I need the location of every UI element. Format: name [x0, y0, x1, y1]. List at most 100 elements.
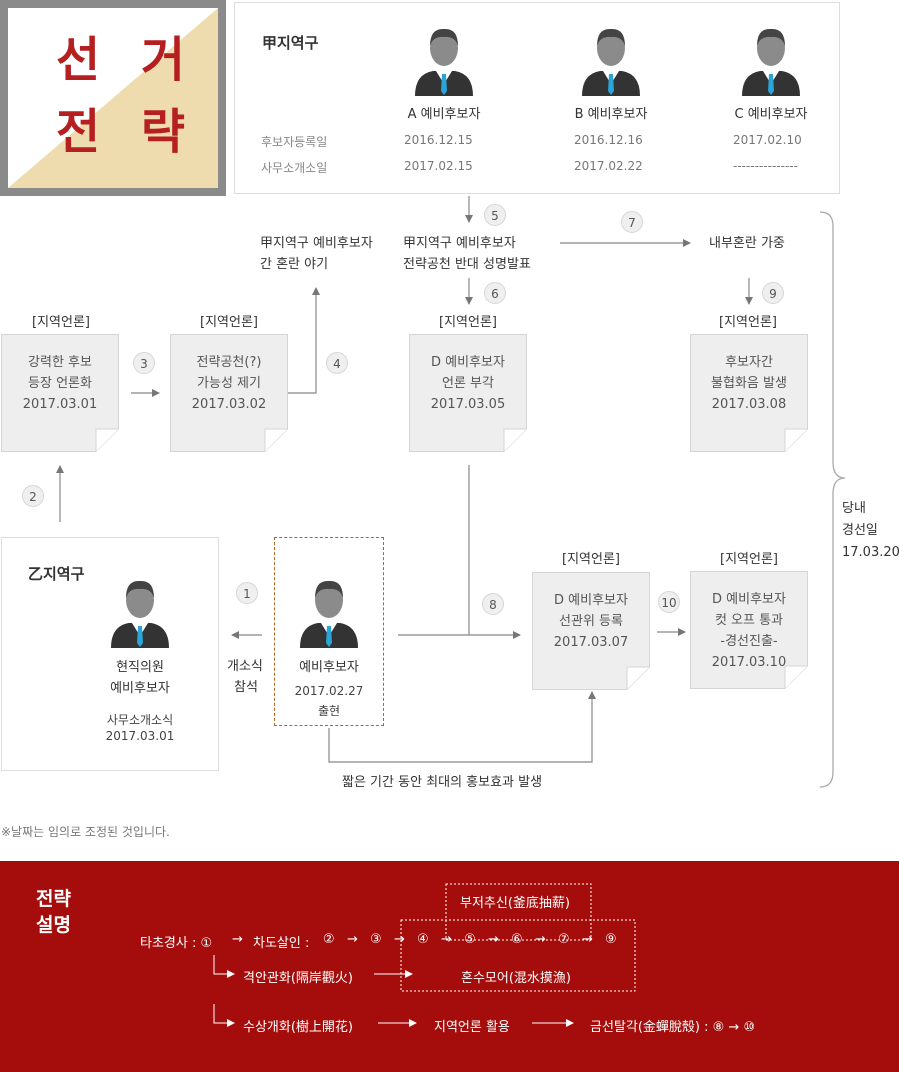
newcomer-panel: [274, 537, 384, 726]
strategy-row1-label: 타초경사 : ①: [140, 936, 213, 951]
confusion-story-line2: 간 혼란 야기: [260, 257, 329, 272]
strategy-seq-7: ⑦: [558, 932, 570, 947]
doc2-date: 2017.03.02: [191, 397, 267, 412]
flow-connectors: [56, 196, 846, 788]
step-badge-3: 3: [133, 352, 155, 374]
strategy-heading-line2: 설명: [36, 914, 71, 936]
strategy-seq-9: ⑨: [605, 932, 617, 947]
strategy-seq-4: ④: [417, 932, 429, 947]
opposition-line1: 甲지역구 예비후보자: [403, 236, 516, 251]
step-badge-8: 8: [482, 593, 504, 615]
strategy-arrow-4: →: [488, 932, 499, 947]
strategy-arrow-6: →: [582, 932, 593, 947]
opposition-line2: 전략공천 반대 성명발표: [403, 257, 531, 272]
doc6-date: 2017.03.10: [711, 655, 787, 670]
candidate-c-reg-date: 2017.02.10: [733, 133, 802, 147]
strategy-connectors: [213, 883, 636, 1027]
person-icon-b: [582, 28, 640, 96]
doc1-line2: 등장 언론화: [28, 376, 92, 391]
candidate-a-name: A 예비후보자: [407, 107, 481, 122]
strategy-row2-left: 격안관화(隔岸觀火): [243, 971, 353, 986]
strategy-arrow-5: →: [535, 932, 546, 947]
doc6-line2: 컷 오프 통과: [714, 613, 784, 628]
doc1-date: 2017.03.01: [22, 397, 98, 412]
newcomer-status: 출현: [317, 704, 341, 718]
doc2-label: [지역언론]: [200, 315, 258, 330]
title-badge: 선 거 전 략: [0, 0, 226, 196]
doc4-line1: 후보자간: [725, 355, 773, 370]
strategy-row3-right: 금선탈각(金蟬脫殼) : ⑧ → ⑩: [590, 1020, 756, 1035]
person-icon-a: [415, 28, 473, 96]
strategy-seq-5: ⑤: [464, 932, 476, 947]
newcomer-name: 예비후보자: [299, 660, 359, 675]
candidate-b-reg-date: 2016.12.16: [574, 133, 643, 147]
doc1-label: [지역언론]: [32, 315, 90, 330]
doc3-date: 2017.03.05: [430, 397, 506, 412]
candidate-b-office-date: 2017.02.22: [574, 159, 643, 173]
doc2-card: 전략공천(?) 가능성 제기 2017.03.02: [170, 334, 288, 452]
strategy-seq-6: ⑥: [511, 932, 523, 947]
doc5-line1: D 예비후보자: [554, 593, 628, 608]
step-badge-2: 2: [22, 485, 44, 507]
opening-line2: 참석: [234, 680, 258, 695]
doc3-label: [지역언론]: [439, 315, 497, 330]
doc2-line2: 가능성 제기: [197, 376, 261, 391]
doc6-line1: D 예비후보자: [712, 592, 786, 607]
district-a-title: 甲지역구: [262, 34, 319, 52]
candidate-a-reg-date: 2016.12.15: [404, 133, 473, 147]
strategy-arrow-2: →: [394, 932, 405, 947]
office-open-date-label: 사무소개소일: [261, 161, 328, 175]
doc5-line2: 선관위 등록: [559, 614, 623, 629]
doc3-line2: 언론 부각: [442, 376, 494, 391]
doc3-line1: D 예비후보자: [431, 355, 505, 370]
step-badge-9: 9: [762, 282, 784, 304]
strategy-row2-right: 혼수모어(混水摸漁): [461, 971, 571, 986]
step-badge-7: 7: [621, 211, 643, 233]
newcomer-date: 2017.02.27: [294, 684, 364, 698]
doc2-line1: 전략공천(?): [196, 355, 262, 370]
doc5-label: [지역언론]: [562, 552, 620, 567]
doc5-date: 2017.03.07: [553, 635, 629, 650]
promo-effect: 짧은 기간 동안 최대의 홍보효과 발생: [342, 775, 543, 790]
candidate-b-name: B 예비후보자: [574, 107, 648, 122]
candidate-a-office-date: 2017.02.15: [404, 159, 473, 173]
primary-line1: 당내: [842, 501, 866, 516]
incumbent-line1: 현직의원: [116, 660, 164, 675]
office-opening-label: 사무소개소식: [106, 713, 174, 727]
strategy-arrow-3: →: [441, 932, 452, 947]
primary-line2: 경선일: [842, 523, 878, 538]
strategy-seq-3: ③: [370, 932, 382, 947]
district-a-panel: [234, 2, 840, 194]
doc4-date: 2017.03.08: [711, 397, 787, 412]
footnote: ※날짜는 임의로 조정된 것입니다.: [1, 825, 170, 839]
strategy-heading-line1: 전략: [36, 888, 71, 910]
person-icon-newcomer: [300, 580, 358, 648]
strategy-arrow-0: →: [232, 932, 243, 947]
confusion-story-line1: 甲지역구 예비후보자: [260, 236, 373, 251]
doc1-line1: 강력한 후보: [28, 355, 92, 370]
doc6-line3: -경선진출-: [720, 634, 778, 649]
step-badge-6: 6: [484, 282, 506, 304]
candidate-c-name: C 예비후보자: [734, 107, 808, 122]
strategy-panel: 전략 설명 부저추신(釜底抽薪) 타초경사 : ① → 차도살인 : ② → ③…: [0, 861, 899, 1072]
step-badge-10: 10: [658, 591, 680, 613]
candidate-c-office-date: ---------------: [733, 159, 798, 173]
primary-date: 17.03.20: [842, 545, 899, 560]
doc4-line2: 불협화음 발생: [711, 376, 787, 391]
district-b-title: 乙지역구: [28, 565, 85, 583]
doc4-label: [지역언론]: [719, 315, 777, 330]
internal-confusion: 내부혼란 가중: [709, 236, 785, 251]
strategy-box-top: 부저추신(釜底抽薪): [460, 896, 570, 911]
office-opening-date: 2017.03.01: [105, 729, 175, 743]
strategy-row3-mid: 지역언론 활용: [434, 1020, 510, 1035]
step-badge-5: 5: [484, 204, 506, 226]
strategy-row1-mid: 차도살인 :: [253, 936, 310, 951]
step-badge-4: 4: [326, 352, 348, 374]
strategy-arrow-1: →: [347, 932, 358, 947]
title-line-1: 선 거: [56, 32, 198, 88]
